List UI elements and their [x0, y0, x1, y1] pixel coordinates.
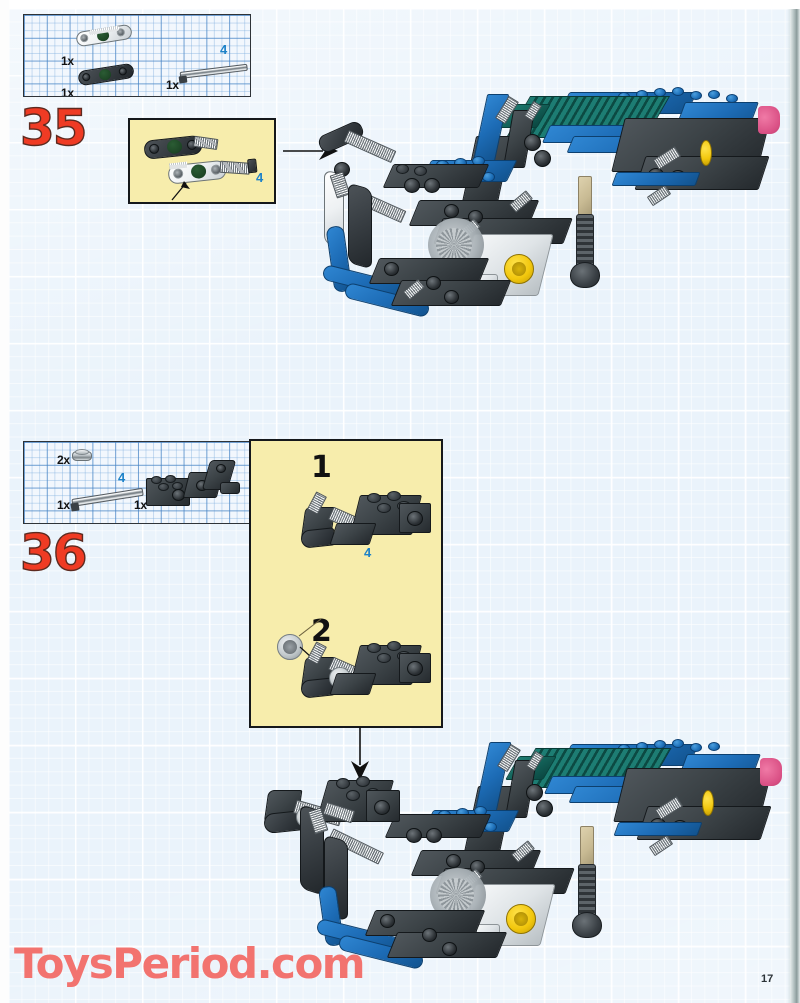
step-36-assembly-arrow — [351, 727, 369, 780]
qty-axle-4: 1x — [166, 78, 179, 92]
callout-step-35: 4 — [128, 118, 276, 204]
qty-axle-4: 1x — [57, 498, 70, 512]
length-label-axle-4: 4 — [220, 42, 228, 57]
parts-box-step-36: 2x 1x 4 1x — [23, 441, 251, 524]
page-top-margin — [0, 0, 800, 9]
part-engine-block-assembly — [146, 458, 242, 512]
part-axle-4 — [178, 63, 250, 85]
parts-grid-coarse — [24, 15, 250, 96]
substep-number-2: 2 — [311, 614, 332, 649]
qty-engine-block: 1x — [134, 498, 147, 512]
callout36-substep1-length-label: 4 — [364, 545, 372, 560]
callout36-substep2-bush — [271, 618, 322, 666]
substep-number-1: 1 — [311, 450, 332, 485]
qty-bush-half: 2x — [57, 453, 70, 467]
model-view-step-35 — [316, 78, 788, 368]
callout36-substep1-assembly — [300, 489, 431, 557]
part-bush-half — [72, 449, 94, 463]
model-view-step-36 — [263, 728, 786, 990]
qty-liftarm-white: 1x — [61, 54, 74, 68]
step-number-35: 35 — [19, 99, 88, 157]
qty-liftarm-black: 1x — [61, 86, 74, 97]
step-number-36: 36 — [19, 524, 88, 582]
page-gutter-shadow — [787, 0, 800, 1003]
page-number: 17 — [761, 973, 774, 985]
parts-box-step-35: 1x 1x 1x 4 — [23, 14, 251, 97]
callout35-length-label: 4 — [256, 170, 264, 185]
watermark-toysperiod: ToysPeriod.com — [14, 939, 366, 988]
page-left-margin — [0, 0, 9, 1003]
length-label-axle-4: 4 — [118, 470, 126, 485]
callout35-insert-arrow — [171, 181, 190, 201]
callout-step-36: 1 4 2 — [249, 439, 443, 728]
callout36-substep2-assembly — [300, 639, 431, 707]
